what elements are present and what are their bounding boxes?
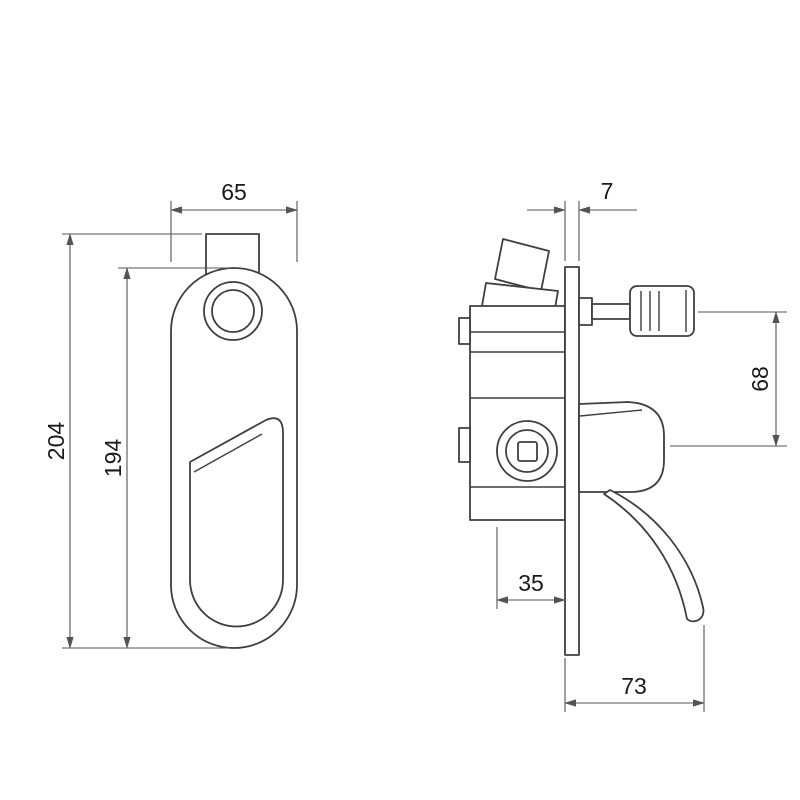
dim-plate-height: 194 (100, 267, 230, 649)
dim-label-overall-depth: 73 (621, 673, 647, 699)
side-view (458, 238, 705, 656)
diverter-button-inner (211, 289, 255, 333)
dim-overall-depth: 73 (564, 625, 705, 712)
outlet-port-square (517, 441, 538, 462)
wall-plate-side (564, 266, 580, 656)
handle-lever-side (603, 489, 705, 623)
dim-front-width: 65 (170, 179, 298, 262)
dim-label-overall-height: 204 (43, 422, 69, 461)
dim-label-body-depth: 35 (518, 570, 544, 596)
dim-label-plate-thickness: 7 (601, 178, 614, 204)
dim-body-depth: 35 (496, 527, 566, 609)
valve-body-notch-lower (458, 427, 471, 463)
dim-label-knob-to-handle: 68 (747, 366, 773, 392)
diverter-knob-nut (578, 297, 593, 326)
handle-base-bevel-line (579, 409, 643, 417)
inlet-pipe-top (494, 238, 550, 292)
valve-body-side (469, 305, 566, 521)
dim-knob-to-handle: 68 (670, 311, 787, 447)
diverter-knob-stem (591, 303, 631, 320)
dim-label-front-width: 65 (221, 179, 247, 205)
handle-front-outline (189, 417, 284, 628)
dim-plate-thickness: 7 (527, 178, 637, 261)
handle-front-bevel-line (193, 433, 263, 473)
valve-body-notch-upper (458, 317, 471, 345)
dimensions: 65 204 194 7 68 (43, 178, 787, 712)
diverter-knob (629, 285, 695, 337)
handle-base-side (578, 401, 665, 493)
dim-overall-height: 204 (43, 233, 230, 649)
front-view (170, 233, 298, 649)
dim-label-plate-height: 194 (100, 439, 126, 478)
